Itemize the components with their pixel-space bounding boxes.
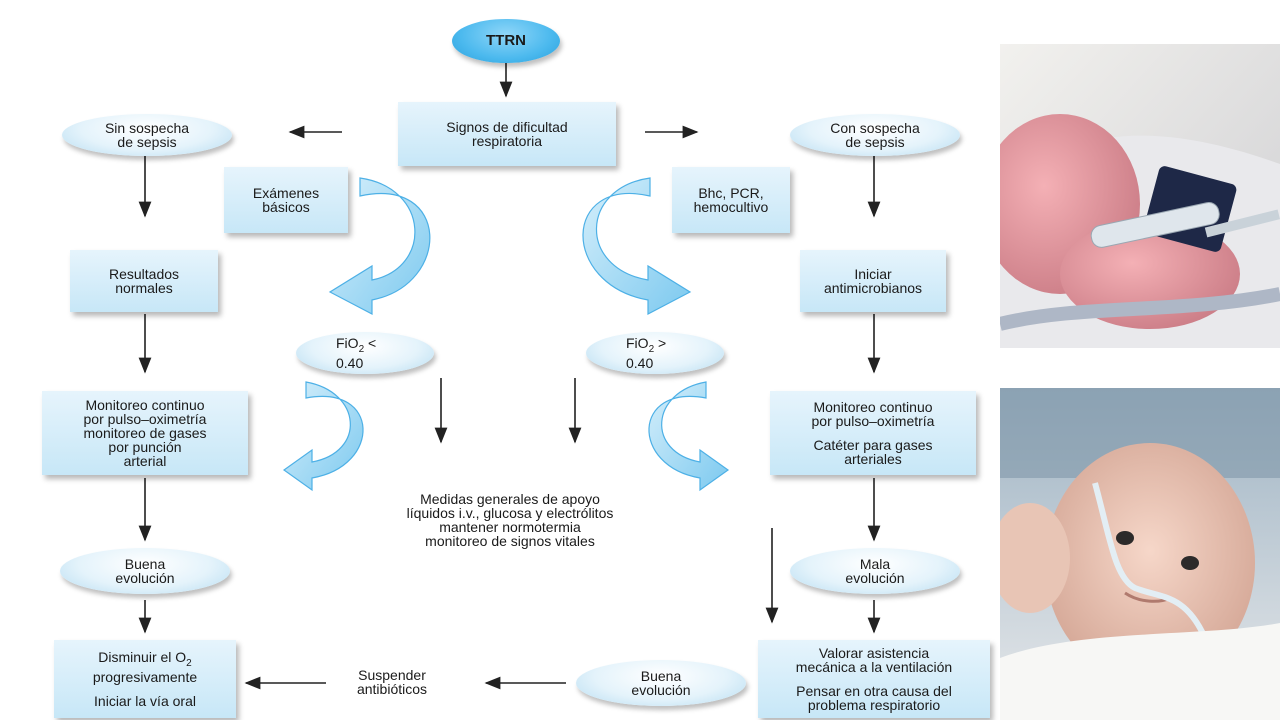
- left-monitoring-line-2: por pulso–oximetría: [83, 411, 207, 427]
- suspend-line-1: Suspender: [358, 667, 426, 683]
- suspend-antibiotics-text: Suspender antibióticos: [332, 668, 452, 696]
- newborn-nasal-cannula-image: [1000, 388, 1280, 720]
- right-monitoring-line-1: Monitoreo continuo: [813, 399, 933, 415]
- newborn-hand-iv-image: [1000, 44, 1280, 348]
- left-monitoring-line-5: arterial: [123, 453, 167, 469]
- sepsis-suspicion-oval: Con sospecha de sepsis: [790, 114, 960, 156]
- sepsis-line-1: Con sospecha: [830, 120, 920, 136]
- left-good-evolution-oval: Buena evolución: [60, 548, 230, 594]
- left-monitoring-line-1: Monitoreo continuo: [85, 397, 205, 413]
- no-sepsis-line-2: de sepsis: [117, 134, 177, 150]
- start-oral-route-line: Iniciar la vía oral: [94, 693, 196, 710]
- ventilation-line-1: Valorar asistencia: [818, 645, 930, 661]
- reduce-oxygen-text: Disminuir el O: [98, 648, 187, 665]
- other-cause-line-2: problema respiratorio: [807, 697, 941, 713]
- fio2-low-value: 0.40: [336, 355, 364, 372]
- suspend-line-2: antibióticos: [356, 681, 428, 697]
- fio2-high-line-1: FiO2 >: [626, 336, 666, 357]
- labs-box: Bhc, PCR, hemocultivo: [672, 167, 790, 233]
- fio2-low-text: FiO: [336, 334, 359, 351]
- arterial-catheter-line-2: arteriales: [844, 451, 902, 467]
- oxygen-subscript: 2: [186, 657, 192, 669]
- fio2-low-subscript: 2: [358, 343, 365, 355]
- normal-results-line-1: Resultados: [108, 266, 180, 282]
- general-support-measures-text: Medidas generales de apoyo líquidos i.v.…: [360, 492, 660, 548]
- signs-line-1: Signos de dificultad: [446, 119, 568, 135]
- measures-line-3: mantener normotermia: [439, 519, 581, 535]
- left-monitoring-box: Monitoreo continuo por pulso–oximetría m…: [42, 391, 248, 475]
- fio2-high-comparator: >: [654, 334, 667, 351]
- start-antimicrobials-box: Iniciar antimicrobianos: [800, 250, 946, 312]
- measures-line-4: monitoreo de signos vitales: [425, 533, 595, 549]
- bad-evolution-oval: Mala evolución: [790, 548, 960, 594]
- right-monitoring-box: Monitoreo continuo por pulso–oximetría C…: [770, 391, 976, 475]
- bottom-good-evolution-oval: Buena evolución: [576, 660, 746, 706]
- antimicrobials-line-2: antimicrobianos: [823, 280, 923, 296]
- bottom-good-evolution-line-2: evolución: [631, 682, 691, 698]
- fio2-high-value: 0.40: [626, 355, 654, 372]
- left-monitoring-line-3: monitoreo de gases: [83, 425, 207, 441]
- no-sepsis-line-1: Sin sospecha: [104, 120, 190, 136]
- start-label: TTRN: [486, 32, 526, 49]
- right-monitoring-line-2: por pulso–oximetría: [811, 413, 935, 429]
- arterial-catheter-line-1: Catéter para gases: [813, 437, 933, 453]
- measures-line-2: líquidos i.v., glucosa y electrólitos: [406, 505, 614, 521]
- ventilation-line-2: mecánica a la ventilación: [795, 659, 953, 675]
- labs-line-1: Bhc, PCR,: [698, 185, 764, 201]
- no-sepsis-suspicion-oval: Sin sospecha de sepsis: [62, 114, 232, 156]
- basic-exams-box: Exámenes básicos: [224, 167, 348, 233]
- normal-results-box: Resultados normales: [70, 250, 218, 312]
- normal-results-line-2: normales: [115, 280, 173, 296]
- other-cause-line-1: Pensar en otra causa del: [796, 683, 952, 699]
- reduce-oxygen-box: Disminuir el O2 progresivamente Iniciar …: [54, 640, 236, 718]
- ventilation-assessment-box: Valorar asistencia mecánica a la ventila…: [758, 640, 990, 718]
- labs-line-2: hemocultivo: [693, 199, 769, 215]
- fio2-low-comparator: <: [364, 334, 377, 351]
- bad-evolution-line-1: Mala: [859, 556, 891, 572]
- newborn-nasal-cannula-photo: [1000, 388, 1280, 720]
- fio2-high-subscript: 2: [648, 343, 655, 355]
- fio2-low-oval: FiO2 < 0.40: [296, 332, 434, 374]
- bad-evolution-line-2: evolución: [845, 570, 905, 586]
- basic-exams-line-1: Exámenes: [252, 185, 320, 201]
- reduce-oxygen-line-2: progresivamente: [92, 669, 198, 686]
- fio2-high-text: FiO: [626, 334, 649, 351]
- sepsis-line-2: de sepsis: [845, 134, 905, 150]
- basic-exams-line-2: básicos: [262, 199, 310, 215]
- newborn-hand-iv-photo: [1000, 44, 1280, 348]
- bottom-good-evolution-line-1: Buena: [640, 668, 682, 684]
- left-good-evolution-line-2: evolución: [115, 570, 175, 586]
- fio2-low-line-1: FiO2 <: [336, 336, 376, 357]
- left-good-evolution-line-1: Buena: [124, 556, 166, 572]
- fio2-high-oval: FiO2 > 0.40: [586, 332, 724, 374]
- left-monitoring-line-4: por punción: [108, 439, 182, 455]
- measures-line-1: Medidas generales de apoyo: [420, 491, 600, 507]
- signs-line-2: respiratoria: [471, 133, 543, 149]
- reduce-oxygen-line-1: Disminuir el O2: [98, 650, 191, 671]
- antimicrobials-line-1: Iniciar: [854, 266, 892, 282]
- start-node-ttrn: TTRN: [452, 19, 560, 63]
- respiratory-distress-signs-box: Signos de dificultad respiratoria: [398, 102, 616, 166]
